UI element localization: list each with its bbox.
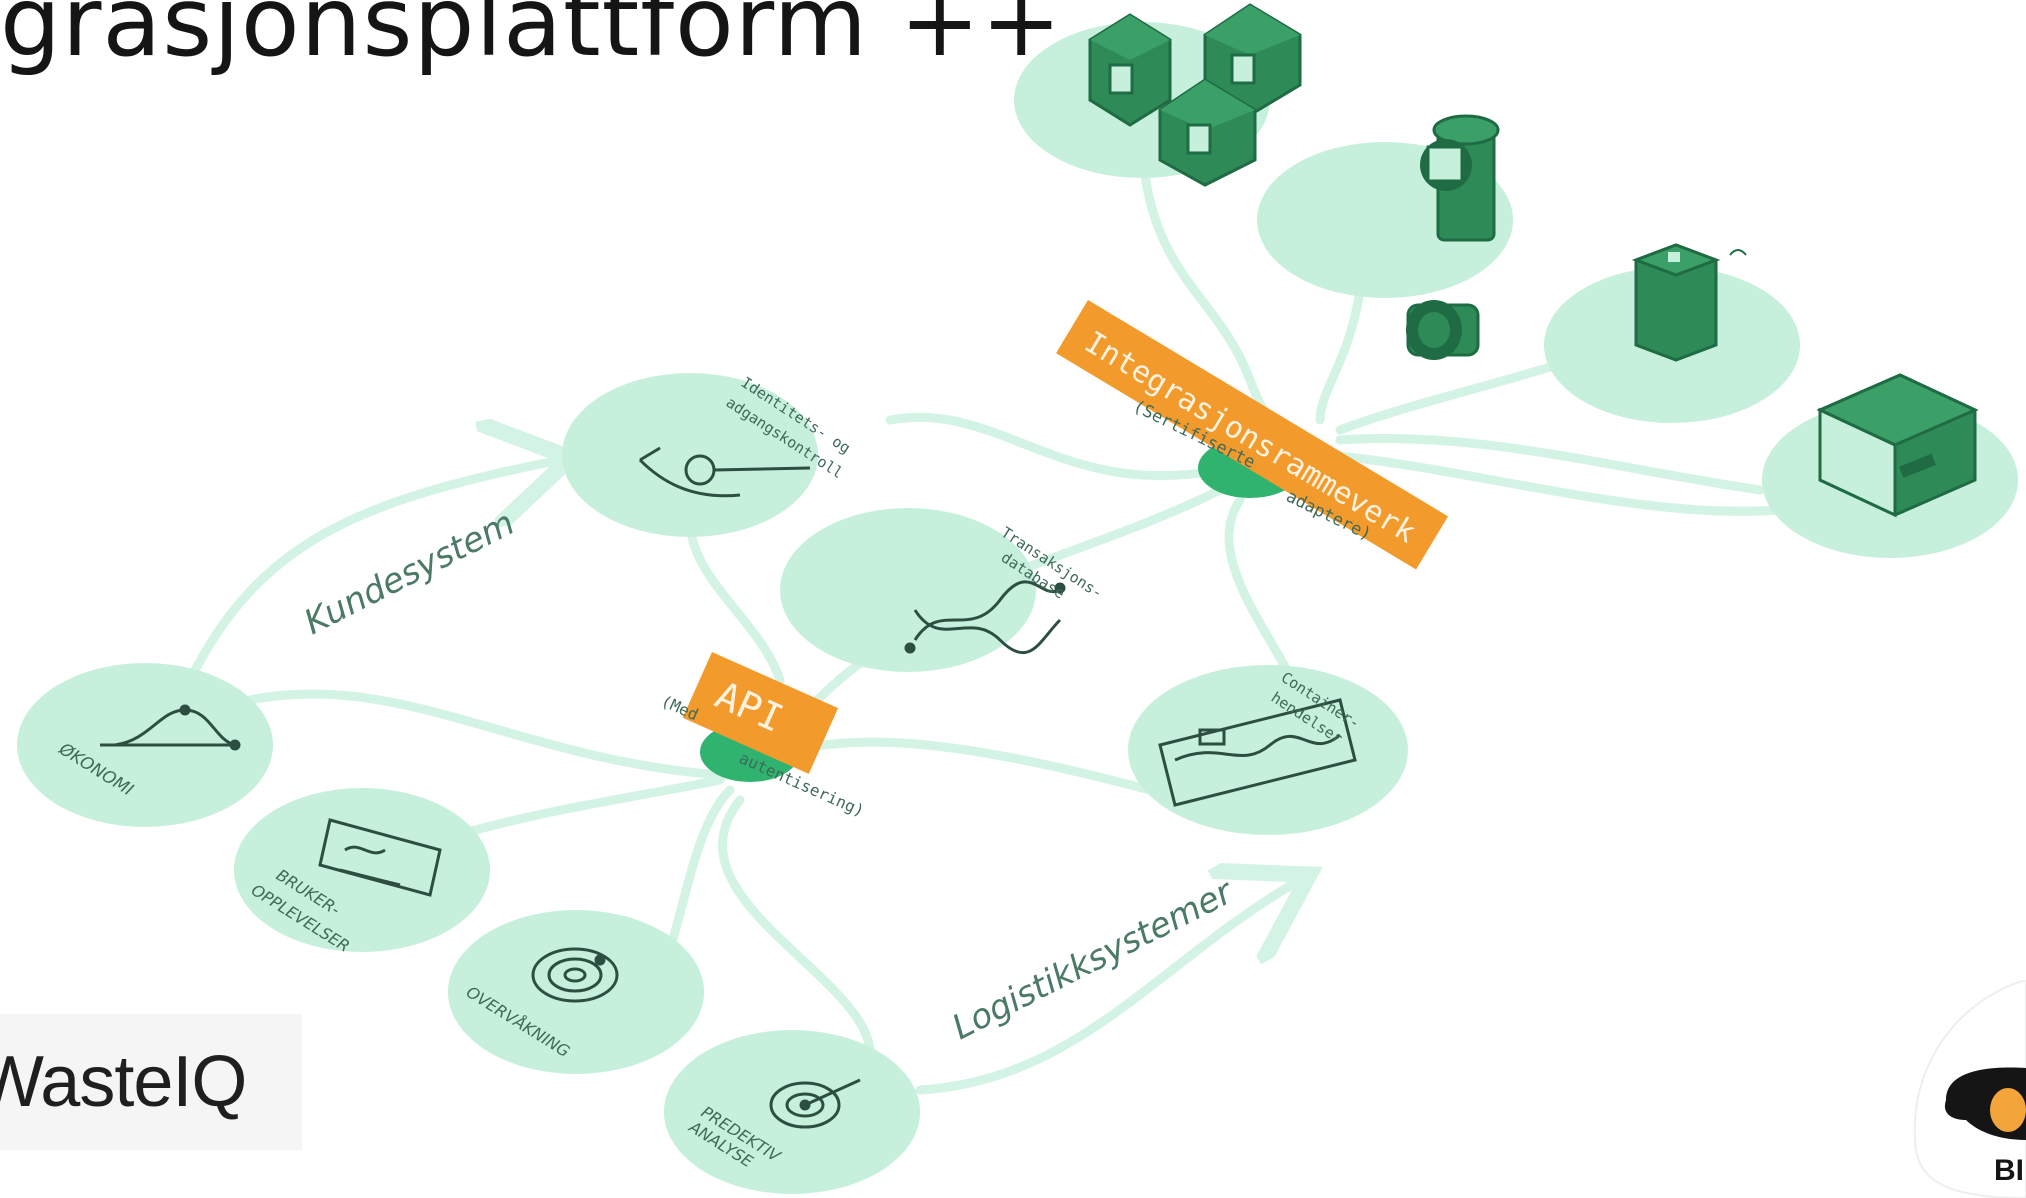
container-bubble bbox=[1128, 665, 1408, 835]
wasteiq-logo-text: WasteIQ bbox=[0, 1042, 247, 1122]
target-icon bbox=[769, 1078, 861, 1129]
bell-curve-icon bbox=[100, 704, 241, 751]
connector-line bbox=[885, 412, 1225, 481]
wasteiq-logo: WasteIQ bbox=[0, 1014, 302, 1150]
customer-flow-label: Kundesystem bbox=[298, 503, 521, 643]
connector-line bbox=[718, 795, 875, 1065]
transaction-bubble bbox=[780, 508, 1036, 672]
connector-line bbox=[665, 785, 735, 955]
dna-icon bbox=[904, 580, 1066, 655]
connector-line bbox=[245, 689, 725, 780]
waste-bin-icon bbox=[1631, 243, 1747, 362]
center-bubbles bbox=[562, 373, 1408, 835]
connector-line bbox=[1335, 433, 1765, 495]
slide-title: grasjonsplattform ++ bbox=[0, 0, 1063, 78]
connector-line bbox=[1325, 450, 1785, 516]
key-hand-icon bbox=[638, 446, 811, 498]
dashboard-icon bbox=[1158, 698, 1357, 807]
chimney-sensor-icon bbox=[1406, 114, 1500, 360]
brand-letters: BI bbox=[1994, 1154, 2024, 1187]
radar-icon bbox=[531, 947, 619, 1003]
connector-line bbox=[1015, 485, 1225, 575]
logistics-flow-label: Logistikksystemer bbox=[946, 871, 1241, 1048]
connector-line bbox=[185, 460, 560, 685]
underground-container-icon bbox=[1088, 3, 1302, 187]
connector-line bbox=[435, 775, 725, 845]
user-experience-bubble bbox=[234, 788, 490, 952]
brand-badge: BI bbox=[1913, 980, 2026, 1198]
connector-line bbox=[685, 515, 785, 685]
identity-bubble bbox=[562, 373, 818, 537]
compactor-icon bbox=[1816, 373, 1979, 518]
connector-line bbox=[915, 880, 1300, 1095]
connector-line bbox=[1315, 285, 1365, 425]
receipt-icon bbox=[318, 818, 442, 897]
